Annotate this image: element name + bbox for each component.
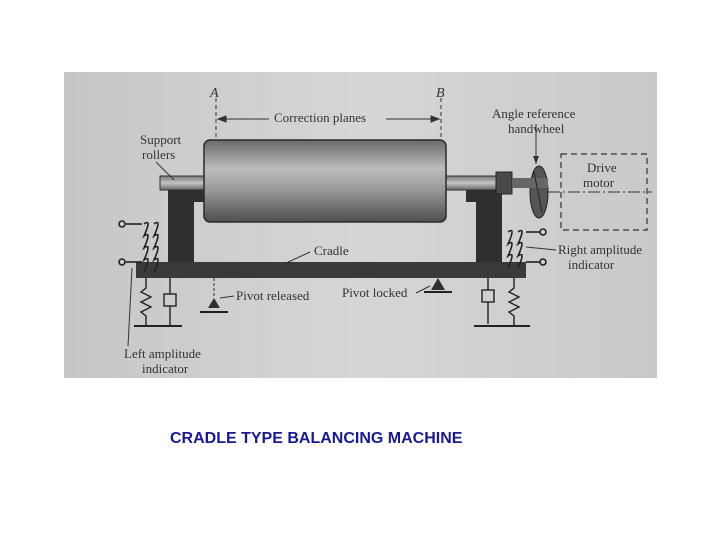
- right-amplitude-coil: [506, 228, 547, 269]
- right-amplitude-leader: [525, 246, 557, 251]
- pivot-released: [200, 278, 228, 313]
- angle-reference-label-2: handwheel: [508, 121, 565, 136]
- rotor: [203, 139, 447, 223]
- support-rollers-label-1: Support: [140, 132, 182, 147]
- pivot-locked-leader: [415, 285, 431, 294]
- plane-b-label: B: [436, 86, 445, 101]
- right-amplitude-label-1: Right amplitude: [558, 242, 642, 257]
- angle-reference-label-1: Angle reference: [492, 106, 576, 121]
- drive-motor-box: [560, 153, 648, 231]
- figure-caption: CRADLE TYPE BALANCING MACHINE: [170, 430, 463, 447]
- right-support-frame: [466, 190, 502, 268]
- left-amplitude-leader: [127, 267, 133, 347]
- pivot-released-leader: [219, 295, 235, 299]
- pivot-locked: [424, 278, 452, 293]
- left-support-frame: [168, 190, 204, 268]
- support-rollers-label-2: rollers: [142, 147, 175, 162]
- cradle-beam: [136, 262, 526, 278]
- cradle-leader: [283, 251, 311, 265]
- coupling: [495, 171, 513, 195]
- right-amplitude-label-2: indicator: [568, 257, 615, 272]
- drive-motor-label-2: motor: [583, 175, 615, 190]
- left-spring-damper: [134, 278, 182, 327]
- right-spring-damper: [474, 278, 530, 327]
- balancing-machine-figure: A B Correction planes Drive motor Angle …: [64, 72, 657, 378]
- pivot-locked-label: Pivot locked: [342, 285, 408, 300]
- left-amplitude-label-1: Left amplitude: [124, 346, 201, 361]
- plane-a-label: A: [209, 86, 219, 101]
- cradle-label: Cradle: [314, 243, 349, 258]
- correction-planes-dimension: [215, 98, 442, 142]
- left-amplitude-label-2: indicator: [142, 361, 189, 376]
- pivot-released-label: Pivot released: [236, 288, 310, 303]
- support-rollers-leader: [155, 161, 175, 181]
- drive-motor-label-1: Drive: [587, 160, 617, 175]
- left-amplitude-coil: [118, 220, 159, 273]
- correction-planes-label: Correction planes: [274, 110, 366, 125]
- handwheel-pointer-arrow: [533, 156, 539, 164]
